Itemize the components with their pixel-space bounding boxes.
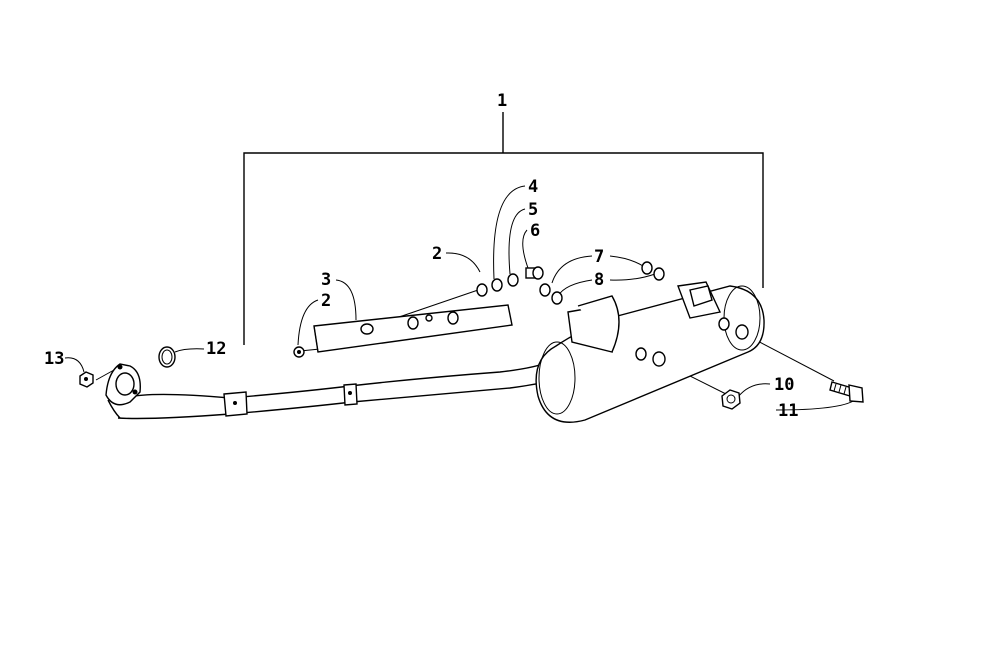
assembly-bracket [243,112,764,345]
callout-11: 11 [778,401,798,421]
nut-13 [79,371,94,388]
shield-hardware [293,261,665,358]
callout-10: 10 [774,375,794,395]
nut-10 [721,389,741,410]
bolt-11 [829,381,864,403]
exhaust-pipe [117,360,560,420]
callout-6: 6 [530,221,540,241]
callout-12: 12 [206,339,226,359]
callout-7: 7 [594,247,604,267]
callout-13: 13 [44,349,64,369]
callout-8-upper: 8 [594,270,604,290]
callout-5: 5 [528,200,538,220]
callout-4: 4 [528,177,538,197]
callout-1: 1 [497,91,507,111]
gasket [158,346,176,368]
muffler [535,281,765,423]
heat-shield [313,304,513,353]
callout-2-upper: 2 [432,244,442,264]
callout-3: 3 [321,270,331,290]
callout-2-lower: 2 [321,291,331,311]
exhaust-flange [105,363,141,419]
